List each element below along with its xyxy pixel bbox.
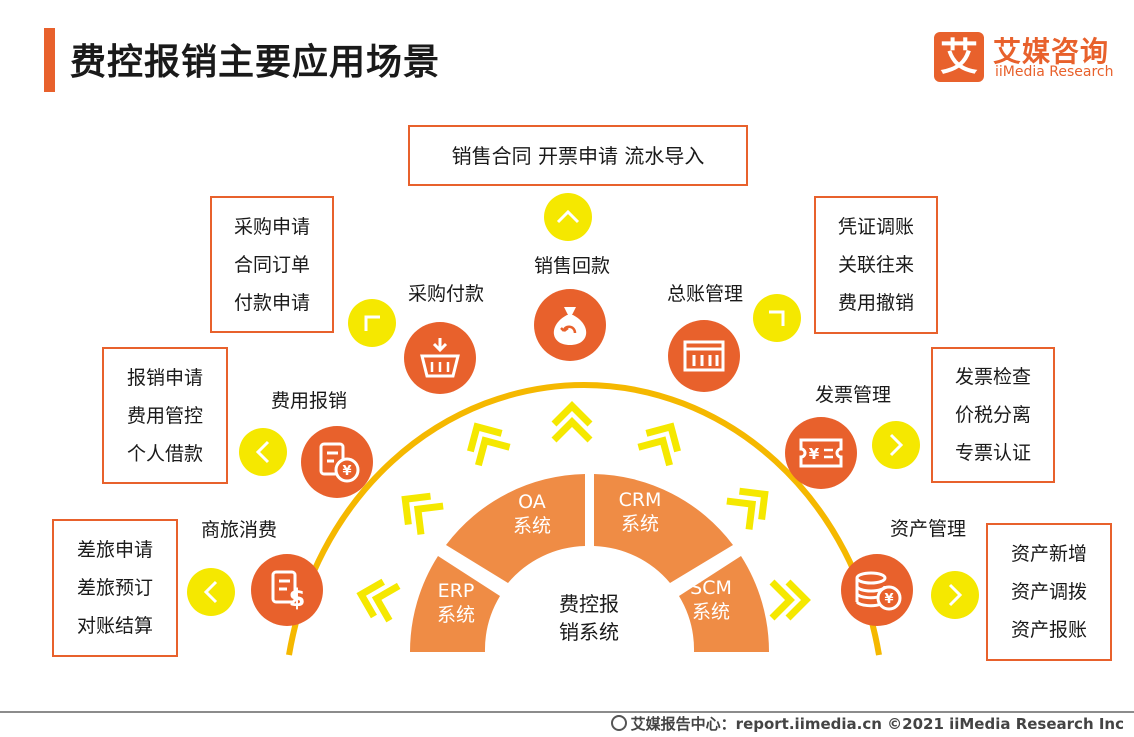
label-ledger: 总账管理 [666, 283, 744, 305]
chevron-upleft-icon [467, 422, 511, 467]
box-item: 差旅预订 [76, 577, 153, 599]
arrow-circle-right [931, 571, 979, 619]
arrow-circle-up [544, 193, 592, 241]
arrow-circle-upright [753, 294, 801, 342]
box-item: 凭证调账 [837, 216, 914, 238]
label-invoice: 发票管理 [814, 384, 892, 406]
box-item: 价税分离 [954, 404, 1031, 426]
box-item: 费用管控 [126, 404, 203, 427]
brand-name-cn: 艾媒咨询 [993, 35, 1110, 68]
box-item: 差旅申请 [76, 539, 153, 561]
chevron-up-icon [551, 401, 593, 443]
box-invoice: 发票检查 价税分离 专票认证 [931, 347, 1055, 483]
segment-label-erp: ERP 系统 [437, 579, 475, 627]
label-assets: 资产管理 [889, 518, 967, 540]
box-item: 采购申请 [233, 215, 310, 238]
outer-arc [286, 382, 882, 656]
box-procurement: 采购申请 合同订单 付款申请 [210, 196, 334, 333]
segment-scm-name: SCM [690, 577, 732, 599]
box-item: 专票认证 [954, 442, 1031, 464]
core-center-line2: 销系统 [559, 620, 619, 644]
box-expense: 报销申请 费用管控 个人借款 [102, 347, 228, 484]
ledger-chart-icon [668, 320, 740, 392]
segment-label-oa: OA 系统 [513, 490, 551, 538]
box-item: 合同订单 [233, 253, 310, 276]
segment-erp [409, 556, 500, 652]
money-bag-icon [534, 289, 606, 361]
arrow-circle-left [239, 428, 287, 476]
chevron-upleft-icon [401, 492, 444, 535]
box-business-travel: 差旅申请 差旅预订 对账结算 [52, 519, 178, 657]
box-ledger: 凭证调账 关联往来 费用撤销 [814, 196, 938, 334]
segment-crm-sub: 系统 [620, 513, 659, 535]
receipt-yen-icon: ¥ [301, 426, 373, 498]
title-accent-bar [44, 28, 55, 92]
box-item: 资产新增 [1010, 543, 1087, 565]
box-item: 资产报账 [1010, 619, 1087, 641]
page-title: 费控报销主要应用场景 [70, 42, 441, 83]
core-center-label: 费控报 销系统 [559, 590, 619, 646]
label-procurement: 采购付款 [407, 283, 485, 305]
box-item: 付款申请 [233, 291, 310, 314]
box-item: 报销申请 [126, 366, 203, 389]
segment-scm-sub: 系统 [691, 601, 731, 623]
box-item: 费用撤销 [837, 292, 914, 314]
box-assets: 资产新增 资产调拨 资产报账 [986, 523, 1112, 661]
chevron-left-icon [356, 578, 401, 623]
box-item: 关联往来 [837, 254, 914, 276]
arrow-circle-right [872, 421, 920, 469]
box-item: 个人借款 [126, 442, 203, 465]
segment-crm [594, 474, 733, 583]
svg-text:¥: ¥ [809, 445, 820, 463]
chevron-upright-icon [637, 422, 681, 467]
svg-text:¥: ¥ [884, 592, 893, 607]
brand-name-en: iiMedia Research [995, 64, 1114, 80]
box-collection-item: 销售合同 开票申请 流水导入 [451, 143, 705, 168]
arrow-circle-upleft [348, 299, 396, 347]
coin-stack-icon: ¥ [841, 554, 913, 626]
svg-text:$: $ [289, 584, 306, 612]
segment-label-crm: CRM 系统 [619, 488, 662, 536]
box-item: 对账结算 [76, 615, 153, 637]
footer-divider [0, 711, 1134, 713]
segment-scm [679, 556, 770, 652]
receipt-dollar-icon: $ [251, 554, 323, 626]
segment-oa [446, 474, 585, 583]
segment-oa-sub: 系统 [512, 515, 552, 537]
brand-logo-icon: 艾 [934, 32, 984, 82]
segment-oa-name: OA [518, 491, 546, 513]
segment-erp-name: ERP [437, 580, 475, 602]
core-ring [409, 474, 770, 652]
segment-crm-name: CRM [618, 489, 662, 511]
segment-label-scm: SCM 系统 [690, 576, 732, 624]
segment-erp-sub: 系统 [436, 604, 476, 626]
svg-text:¥: ¥ [342, 464, 351, 479]
label-business-travel: 商旅消费 [200, 519, 278, 541]
footer: 艾媒报告中心：report.iimedia.cn ©2021 iiMedia R… [610, 713, 1124, 734]
box-item: 资产调拨 [1010, 581, 1087, 603]
chevron-upright-icon [726, 487, 769, 530]
globe-icon [610, 715, 627, 731]
label-expense: 费用报销 [270, 390, 348, 412]
footer-text: 艾媒报告中心：report.iimedia.cn ©2021 iiMedia R… [630, 715, 1124, 733]
invoice-ticket-icon: ¥ [785, 417, 857, 489]
box-item: 发票检查 [954, 366, 1031, 388]
box-collection: 销售合同 开票申请 流水导入 [408, 125, 748, 186]
shopping-basket-icon [404, 322, 476, 394]
chevron-right-icon [769, 579, 811, 621]
arrow-circle-left [187, 568, 235, 616]
label-collection: 销售回款 [533, 255, 611, 277]
core-center-line1: 费控报 [559, 592, 619, 616]
